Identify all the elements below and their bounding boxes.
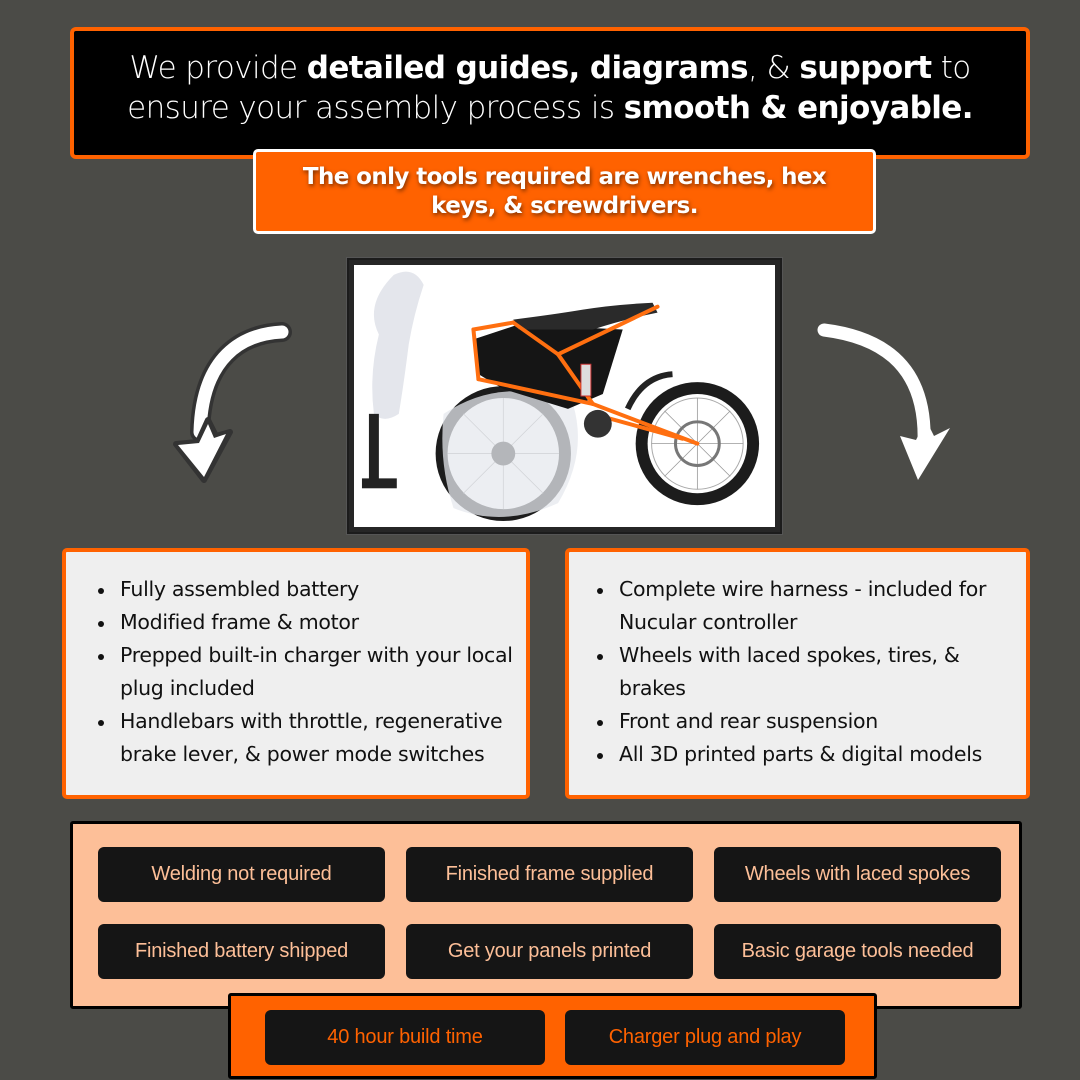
feature-item: Complete wire harness - included for Nuc… xyxy=(597,573,1016,639)
feature-item: Fully assembled battery xyxy=(98,573,514,606)
curved-arrow-down-right-icon xyxy=(812,318,962,488)
highlight-pill-build-time[interactable]: 40 hour build time xyxy=(265,1010,545,1065)
highlights-box: Welding not required Finished frame supp… xyxy=(70,821,1022,1009)
bottom-highlights-box: 40 hour build time Charger plug and play xyxy=(228,993,877,1079)
headline-bold-support: support xyxy=(799,50,932,86)
headline-line1: We provide detailed guides, diagrams, & … xyxy=(129,50,971,86)
feature-list-right: Complete wire harness - included for Nuc… xyxy=(597,573,1016,771)
feature-item: Front and rear suspension xyxy=(597,705,1016,738)
highlight-pill-tools[interactable]: Basic garage tools needed xyxy=(714,924,1001,979)
feature-item: Modified frame & motor xyxy=(98,606,514,639)
tools-banner-text: The only tools required are wrenches, he… xyxy=(302,163,827,219)
highlight-pill-frame[interactable]: Finished frame supplied xyxy=(406,847,693,902)
feature-item: All 3D printed parts & digital models xyxy=(597,738,1016,771)
included-features-panel-left: Fully assembled battery Modified frame &… xyxy=(62,548,530,799)
motorcycle-photo xyxy=(354,265,775,527)
highlight-pill-welding[interactable]: Welding not required xyxy=(98,847,385,902)
feature-item: Wheels with laced spokes, tires, & brake… xyxy=(597,639,1016,705)
headline-bold-guides: detailed guides, diagrams xyxy=(306,50,749,86)
headline-bold-smooth: smooth & enjoyable. xyxy=(623,90,974,126)
highlight-pill-panels[interactable]: Get your panels printed xyxy=(406,924,693,979)
headline-line2: ensure your assembly process is smooth &… xyxy=(127,90,973,126)
headline-box: We provide detailed guides, diagrams, & … xyxy=(70,27,1030,159)
feature-item: Prepped built-in charger with your local… xyxy=(98,639,514,705)
tools-banner: The only tools required are wrenches, he… xyxy=(253,149,876,234)
highlight-pill-charger[interactable]: Charger plug and play xyxy=(565,1010,845,1065)
included-features-panel-right: Complete wire harness - included for Nuc… xyxy=(565,548,1030,799)
headline-text: We provide detailed guides, diagrams, & … xyxy=(127,48,973,128)
highlight-pill-wheels[interactable]: Wheels with laced spokes xyxy=(714,847,1001,902)
photo-frame xyxy=(346,257,783,535)
curved-arrow-down-left-icon xyxy=(172,312,292,487)
feature-list-left: Fully assembled battery Modified frame &… xyxy=(98,573,514,771)
highlight-pill-battery[interactable]: Finished battery shipped xyxy=(98,924,385,979)
feature-item: Handlebars with throttle, regenerative b… xyxy=(98,705,514,771)
